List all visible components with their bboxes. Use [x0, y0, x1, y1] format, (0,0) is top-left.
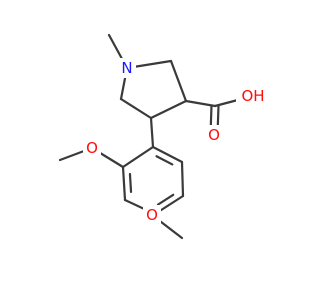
atom-o-methoxy-4: O	[143, 205, 161, 225]
bond-a6-a1	[151, 145, 184, 164]
hydroxyl-label: OH	[241, 87, 264, 105]
aromatic-bond-a6-a1	[155, 155, 174, 166]
methoxy-oxygen-label: O	[86, 139, 98, 157]
nitrogen-label: N	[121, 59, 132, 77]
bond-layer	[58, 33, 255, 240]
bond-a1-a2	[121, 145, 155, 169]
carbonyl-oxygen-label: O	[208, 126, 220, 144]
atom-o-methoxy-2: O	[83, 138, 101, 158]
atom-o-hydroxyl: OH	[236, 86, 270, 106]
bond-c4-a1	[149, 116, 155, 149]
bond-c3-c4	[149, 99, 188, 120]
bond-c4-c5	[119, 97, 153, 120]
bond-c2-c3	[169, 59, 188, 103]
bond-a5-a6	[180, 160, 185, 198]
atom-n1: N	[118, 58, 136, 78]
aromatic-bond-a4-a5	[156, 193, 175, 206]
aromatic-bond-a2-a3	[128, 172, 133, 194]
atom-label-layer: N O OH O O	[83, 58, 270, 225]
bond-a2-a3	[121, 165, 127, 202]
methoxy-oxygen-label: O	[146, 206, 158, 224]
bond-c3-c_acid	[184, 99, 217, 108]
atom-o-double: O	[205, 125, 223, 145]
molecule-structure: N O OH O O	[58, 33, 270, 240]
